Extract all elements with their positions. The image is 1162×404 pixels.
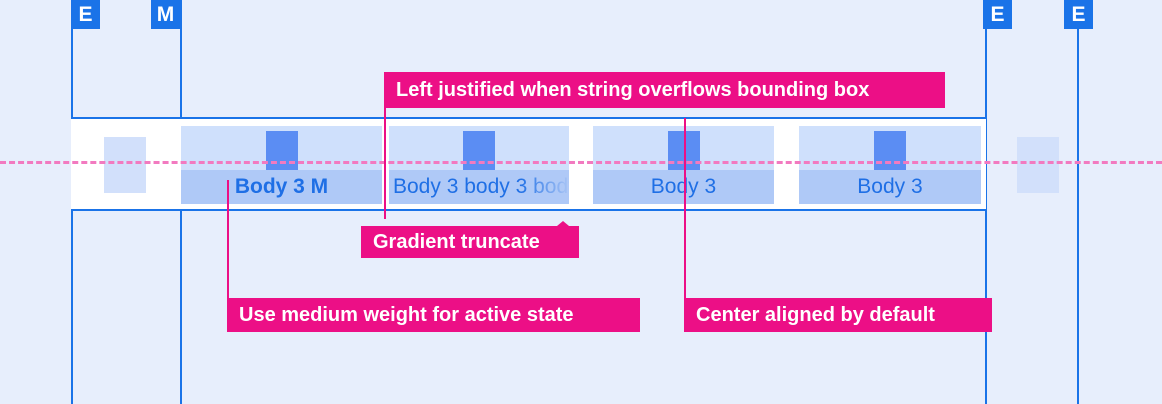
- tab-3-label-band: Body 3: [593, 170, 774, 204]
- vertical-center-baseline: [0, 161, 1162, 164]
- tab-2-glyph-icon: [463, 131, 495, 170]
- tab-1-glyph-icon: [265, 131, 298, 170]
- tab-item-2[interactable]: Body 3 body 3 body 3: [389, 126, 569, 204]
- annotation-left-justified: Left justified when string overflows bou…: [384, 72, 945, 108]
- connector-center-aligned: [684, 118, 686, 300]
- spacing-marker-m: M: [151, 0, 180, 29]
- endcap-left-icon: [104, 137, 146, 193]
- tab-4-label-band: Body 3: [799, 170, 981, 204]
- tab-4-glyph-icon: [874, 131, 906, 170]
- tab-4-label: Body 3: [857, 175, 923, 198]
- tab-1-label: Body 3 M: [234, 175, 329, 198]
- connector-medium-weight: [227, 180, 229, 300]
- connector-left-justified: [384, 107, 386, 219]
- tab-item-1[interactable]: Body 3 M: [181, 126, 382, 204]
- spacing-marker-e-right2: E: [1064, 0, 1093, 29]
- tab-2-label-band: Body 3 body 3 body 3: [389, 170, 569, 204]
- annotation-pointer-nub: [557, 221, 569, 226]
- annotation-left-justified-text: Left justified when string overflows bou…: [396, 78, 870, 101]
- tab-2-label: Body 3 body 3 body 3: [393, 175, 569, 198]
- annotation-gradient-truncate-text: Gradient truncate: [373, 230, 540, 253]
- annotation-center-aligned-text: Center aligned by default: [696, 303, 935, 326]
- annotation-medium-weight-text: Use medium weight for active state: [239, 303, 574, 326]
- annotation-gradient-truncate: Gradient truncate: [361, 221, 579, 258]
- tab-1-label-band: Body 3 M: [181, 170, 382, 204]
- vertical-guide-4: [1077, 0, 1079, 404]
- tab-3-label: Body 3: [650, 175, 717, 198]
- tab-item-4[interactable]: Body 3: [799, 126, 981, 204]
- endcap-right-icon: [1017, 137, 1059, 193]
- spacing-marker-e-left: E: [71, 0, 100, 29]
- vertical-guide-3: [985, 0, 987, 404]
- annotation-medium-weight: Use medium weight for active state: [227, 298, 640, 332]
- annotation-center-aligned: Center aligned by default: [684, 298, 992, 332]
- spacing-marker-e-right1: E: [983, 0, 1012, 29]
